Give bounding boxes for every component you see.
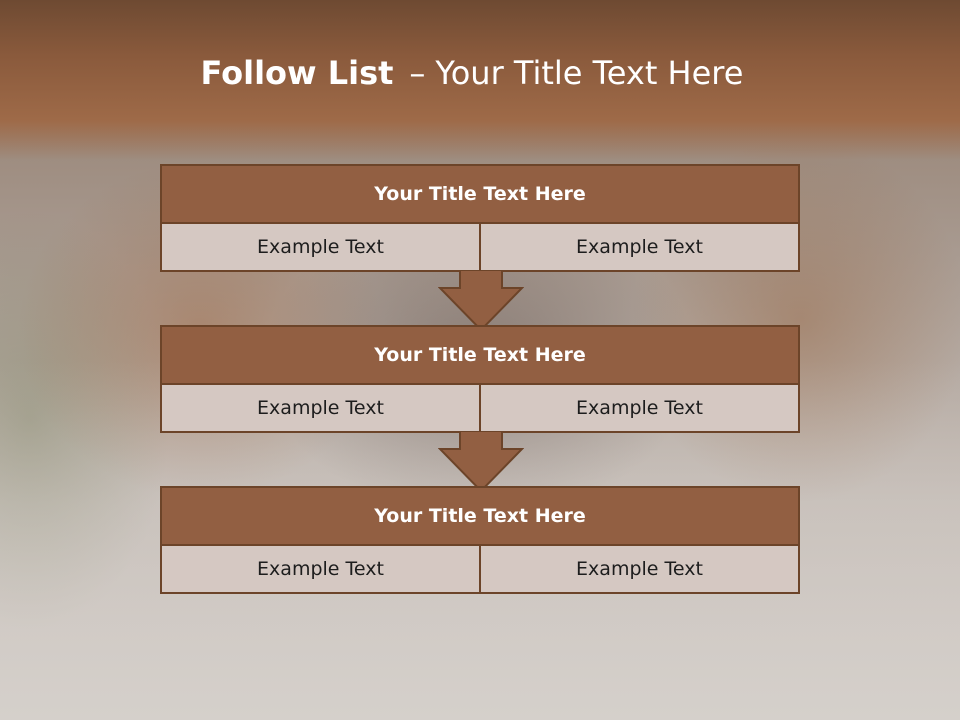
slide-title-bold: Follow List bbox=[200, 54, 394, 92]
list-block-2: Your Title Text Here Example Text Exampl… bbox=[160, 325, 800, 433]
block-left-cell: Example Text bbox=[162, 224, 479, 270]
block-right-cell: Example Text bbox=[479, 546, 798, 592]
slide-title: Follow List–Your Title Text Here bbox=[0, 54, 944, 92]
header-band bbox=[0, 0, 960, 160]
down-arrow-icon bbox=[438, 270, 524, 332]
slide-title-rest: Your Title Text Here bbox=[435, 54, 744, 92]
block-row: Example Text Example Text bbox=[162, 224, 798, 270]
block-right-cell: Example Text bbox=[479, 385, 798, 431]
block-left-cell: Example Text bbox=[162, 546, 479, 592]
block-row: Example Text Example Text bbox=[162, 385, 798, 431]
list-block-3: Your Title Text Here Example Text Exampl… bbox=[160, 486, 800, 594]
block-title: Your Title Text Here bbox=[162, 327, 798, 385]
block-row: Example Text Example Text bbox=[162, 546, 798, 592]
block-title: Your Title Text Here bbox=[162, 166, 798, 224]
list-block-1: Your Title Text Here Example Text Exampl… bbox=[160, 164, 800, 272]
block-left-cell: Example Text bbox=[162, 385, 479, 431]
slide-title-separator: – bbox=[409, 54, 426, 92]
down-arrow-icon bbox=[438, 431, 524, 493]
block-title: Your Title Text Here bbox=[162, 488, 798, 546]
block-right-cell: Example Text bbox=[479, 224, 798, 270]
